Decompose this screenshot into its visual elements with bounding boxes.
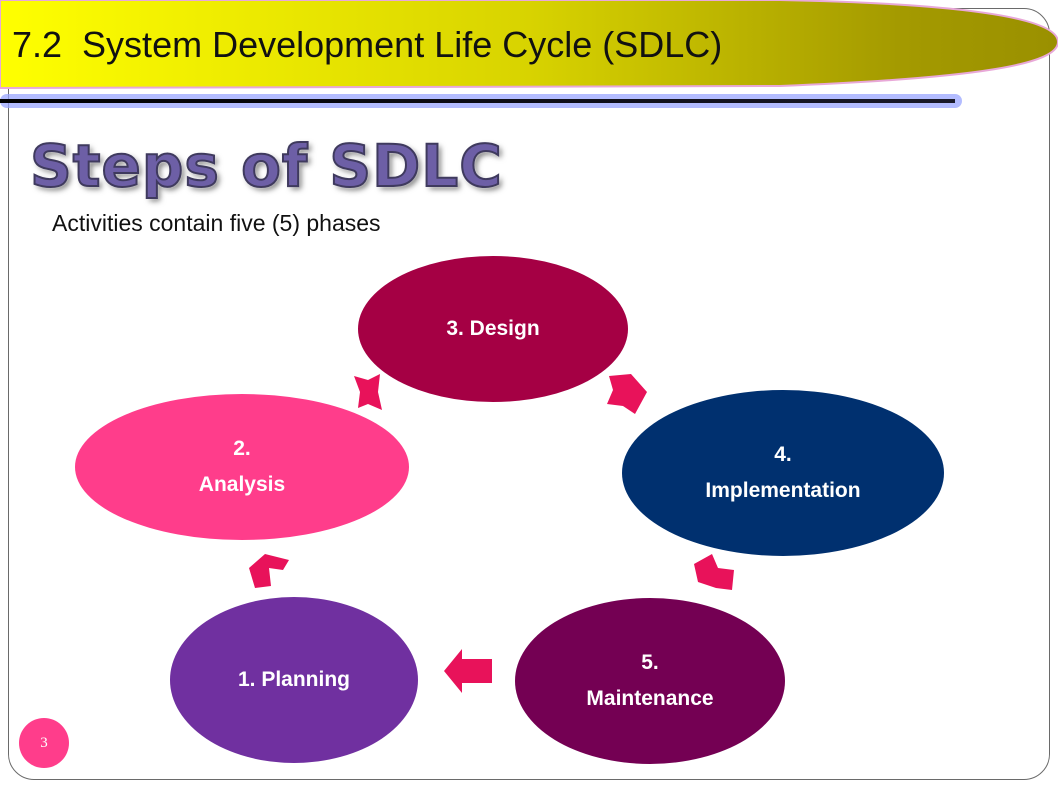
arrow-analysis-to-design [354, 374, 382, 410]
subtitle: Activities contain five (5) phases [52, 210, 381, 236]
phase-planning: 1. Planning [170, 597, 418, 763]
arrow-implementation-to-maintenance [694, 554, 734, 590]
phase-maintenance: 5. Maintenance [515, 598, 785, 764]
phase-label-line: 1. Planning [237, 668, 350, 691]
phase-design: 3. Design [358, 256, 628, 402]
section-heading: Steps of SDLC [29, 131, 503, 201]
phase-label-line: 4. [774, 443, 792, 466]
phase-label-line: Implementation [705, 479, 861, 502]
phase-label-line: Analysis [198, 473, 286, 496]
arrow-planning-to-analysis [249, 554, 289, 588]
title-banner [0, 0, 1058, 108]
page-number-badge: 3 [19, 718, 69, 768]
slide-title: 7.2 System Development Life Cycle (SDLC) [12, 24, 723, 65]
phase-implementation: 4. Implementation [622, 390, 944, 556]
phase-label-line: 2. [233, 437, 251, 460]
phase-analysis: 2. Analysis [75, 394, 409, 540]
phase-label-line: 3. Design [446, 317, 540, 340]
arrow-design-to-implementation [607, 374, 647, 414]
phase-label-line: 5. [641, 651, 659, 674]
arrow-maintenance-to-planning [444, 649, 492, 693]
phase-label-line: Maintenance [586, 687, 714, 710]
